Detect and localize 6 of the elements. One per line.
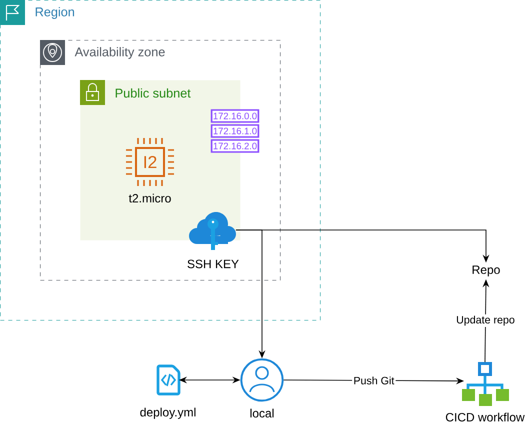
repo-label: Repo [472,266,500,276]
edge-label: Update repo [454,314,516,327]
edge-label: Push Git [352,375,396,386]
ip-address-box: 172.16.2.0 [210,139,260,153]
ip-address-box: 172.16.0.0 [210,109,260,123]
ip-address-box: 172.16.1.0 [210,124,260,138]
